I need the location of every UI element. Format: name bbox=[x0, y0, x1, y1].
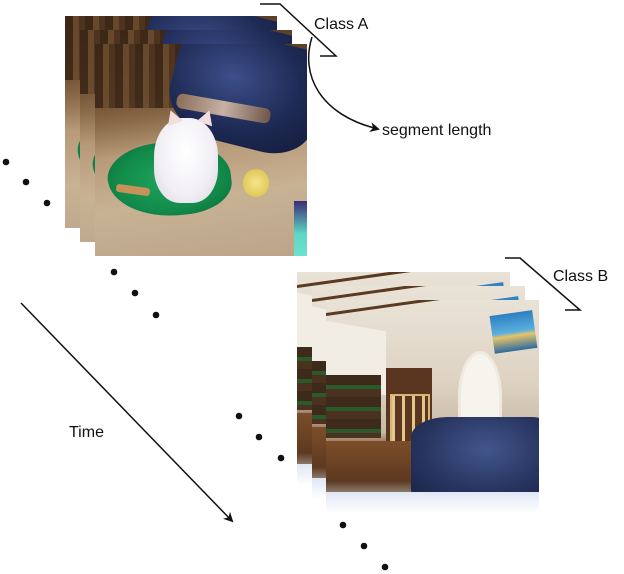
ellipsis-dots bbox=[2, 158, 389, 571]
class-b-label: Class B bbox=[553, 268, 609, 285]
class-a-frame-3 bbox=[95, 44, 307, 256]
class-a-label: Class A bbox=[314, 16, 369, 33]
cat-scene-image bbox=[95, 44, 307, 256]
segment-length-arrow bbox=[308, 36, 380, 132]
living-room-scene-image bbox=[326, 300, 539, 513]
class-b-frame-3 bbox=[326, 300, 539, 513]
time-label: Time bbox=[69, 424, 104, 441]
segment-length-label: segment length bbox=[382, 122, 492, 139]
class-b-bracket bbox=[505, 257, 583, 311]
time-arrow bbox=[20, 302, 234, 523]
class-a-bracket bbox=[260, 3, 338, 57]
